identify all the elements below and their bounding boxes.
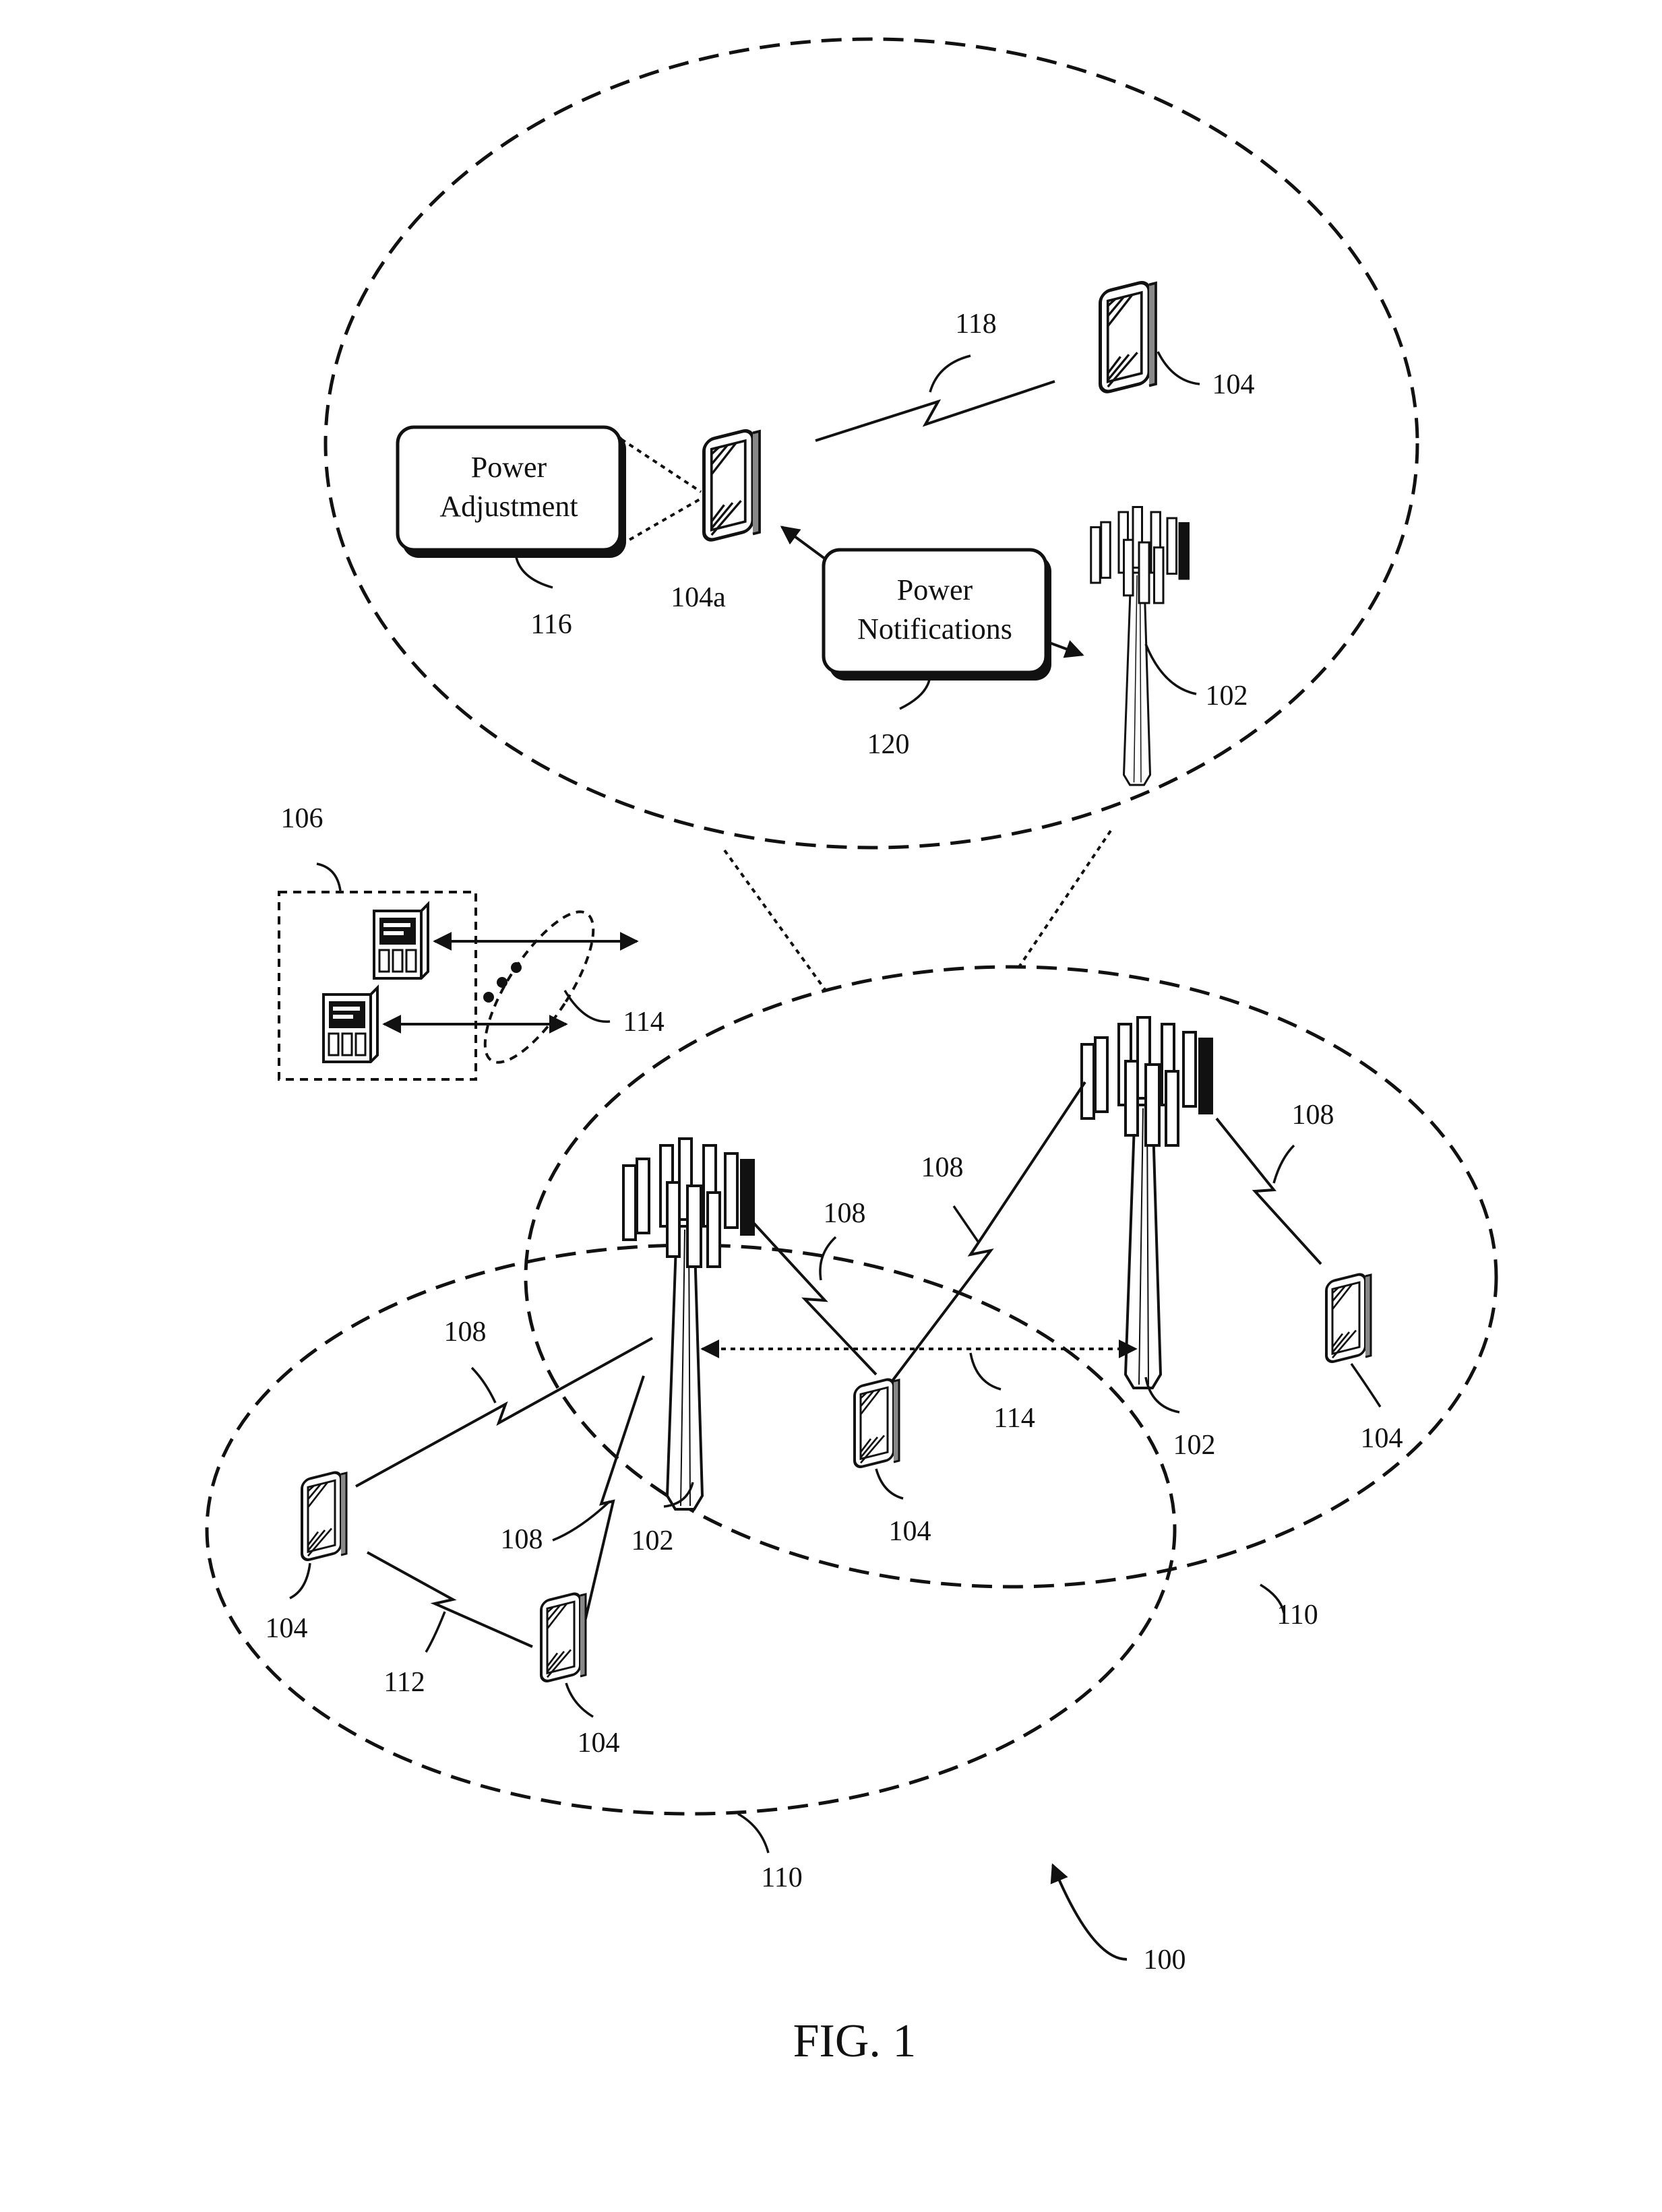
ref-116-label: 116 (530, 609, 572, 640)
ref-112-leader (425, 1611, 446, 1653)
ref-118-label: 118 (955, 309, 996, 340)
ref-120-leader (899, 673, 931, 710)
ref-104-bottom-label: 104 (578, 1728, 620, 1759)
ref-106-leader (316, 862, 342, 891)
ref-104-left-label: 104 (266, 1613, 308, 1644)
ref-108-d-leader (952, 1205, 980, 1243)
core-network-box (278, 891, 477, 1081)
base-station-top-icon (1090, 506, 1190, 786)
server-1-icon (373, 903, 429, 980)
zoom-callout-ellipse (324, 37, 1419, 850)
ref-104-bottom-leader (565, 1682, 594, 1718)
ue-104-bottom-icon (540, 1591, 587, 1684)
d2d-link-112-bolt (367, 1551, 533, 1648)
ref-104-center-label: 104 (889, 1516, 931, 1547)
ref-104-center-leader (875, 1468, 904, 1500)
ref-102-top-label: 102 (1206, 681, 1248, 712)
ref-118-leader (929, 354, 971, 393)
ref-108-b-leader (552, 1500, 611, 1542)
ue-104-top-icon (1101, 280, 1157, 393)
ref-114-top-leader (563, 990, 611, 1023)
ref-114-top-label: 114 (623, 1007, 664, 1038)
system-100-arrow (1050, 1863, 1128, 1961)
zoom-line-lower (621, 497, 702, 546)
ref-104-top-leader (1157, 351, 1200, 385)
ref-108-e-leader (1272, 1144, 1295, 1184)
ref-114-bottom-leader (969, 1352, 1002, 1391)
ref-116-leader (514, 553, 553, 589)
zoom-connector-right (1016, 829, 1112, 970)
ref-104a-label: 104a (671, 582, 726, 613)
ellipsis-dot-3 (483, 992, 494, 1003)
power-adjustment-line2: Adjustment (439, 490, 578, 523)
ref-110-left-leader (737, 1812, 770, 1854)
notification-arrow-to-bs (1045, 640, 1084, 658)
backhaul-grouping-ellipse (483, 910, 595, 1064)
ref-120-label: 120 (867, 729, 910, 760)
ref-108-c-leader (819, 1236, 837, 1281)
ref-108-e-label: 108 (1292, 1100, 1334, 1131)
ref-108-a-label: 108 (444, 1317, 487, 1348)
ref-110-left-label: 110 (761, 1862, 802, 1893)
ref-112-label: 112 (383, 1667, 425, 1698)
ellipsis-dot-2 (497, 977, 507, 988)
ref-100-label: 100 (1144, 1945, 1186, 1976)
ref-108-d-label: 108 (921, 1152, 964, 1183)
power-notifications-line1: Power (897, 573, 973, 606)
ue-104-right-icon (1325, 1271, 1372, 1365)
notification-arrow-to-ue (780, 526, 827, 561)
ref-108-a-leader (470, 1366, 497, 1403)
ref-108-c-label: 108 (824, 1198, 866, 1229)
ref-104-top-label: 104 (1212, 369, 1255, 400)
power-adjustment-line1: Power (471, 451, 547, 484)
ref-102-left-leader (663, 1482, 694, 1508)
power-notifications-line2: Notifications (857, 612, 1012, 645)
ref-114-bottom-label: 114 (993, 1403, 1035, 1434)
ref-104-right-leader (1350, 1363, 1382, 1408)
ue-104-center-icon (853, 1377, 900, 1470)
ref-104-right-label: 104 (1361, 1423, 1403, 1454)
link-108-b-bolt (584, 1375, 645, 1622)
link-108-e-bolt (1215, 1117, 1322, 1265)
server-2-icon (322, 986, 379, 1063)
sidelink-118-bolt (815, 380, 1055, 442)
ref-110-right-leader (1260, 1583, 1285, 1614)
ref-102-top-leader (1144, 643, 1197, 695)
zoom-connector-left (723, 849, 827, 992)
ue-104a-icon (704, 429, 760, 542)
link-108-d-bolt (890, 1081, 1086, 1384)
ue-104-left-icon (301, 1470, 348, 1563)
ref-108-b-label: 108 (501, 1524, 543, 1555)
ref-102-right-label: 102 (1173, 1430, 1216, 1461)
power-notifications-box: Power Notifications (822, 548, 1051, 681)
zoom-line-upper (620, 438, 702, 493)
ref-110-right-label: 110 (1276, 1600, 1318, 1631)
base-station-right-icon (1080, 1016, 1213, 1389)
base-station-left-icon (622, 1137, 755, 1511)
ref-102-left-label: 102 (632, 1525, 674, 1556)
link-108-c-bolt (745, 1214, 878, 1376)
power-adjustment-box: Power Adjustment (396, 425, 626, 558)
figure-caption: FIG. 1 (793, 2015, 917, 2067)
link-108-a-bolt (355, 1337, 653, 1488)
ref-106-label: 106 (281, 803, 324, 834)
ref-102-right-leader (1144, 1377, 1180, 1414)
coverage-area-right (524, 965, 1498, 1589)
ref-104-left-leader (289, 1562, 311, 1600)
